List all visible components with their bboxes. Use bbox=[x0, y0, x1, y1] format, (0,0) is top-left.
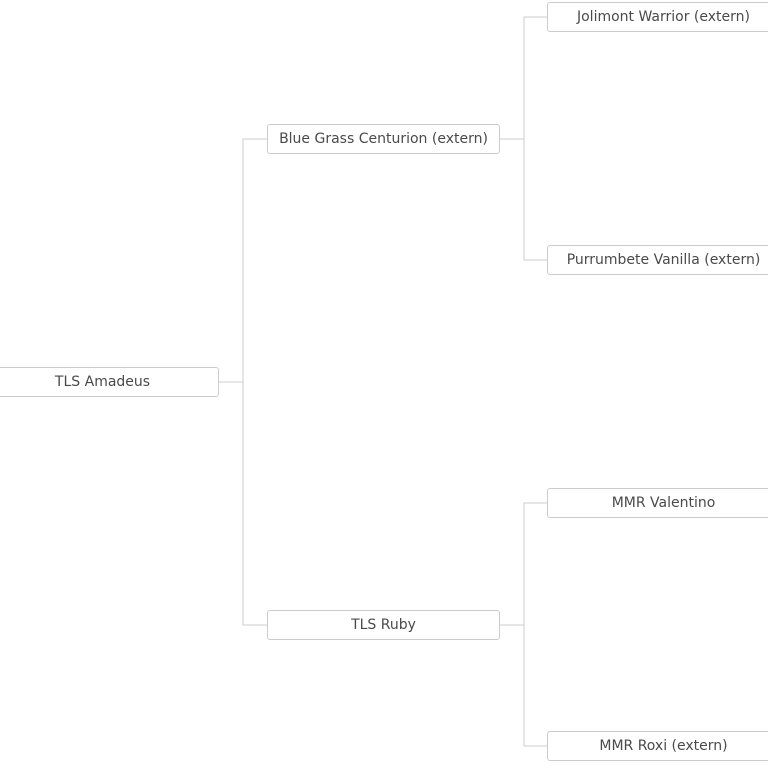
pedigree-node-dam-sire[interactable]: MMR Valentino bbox=[547, 488, 768, 518]
pedigree-node-root[interactable]: TLS Amadeus bbox=[0, 367, 219, 397]
connector-sire-to-sire-sire bbox=[500, 16, 547, 140]
pedigree-node-dam[interactable]: TLS Ruby bbox=[267, 610, 500, 640]
node-label: Jolimont Warrior (extern) bbox=[576, 9, 750, 25]
node-label: Blue Grass Centurion (extern) bbox=[279, 131, 488, 147]
pedigree-node-sire-dam[interactable]: Purrumbete Vanilla (extern) bbox=[547, 245, 768, 275]
connector-dam-to-dam-dam bbox=[523, 625, 547, 747]
node-label: MMR Valentino bbox=[611, 495, 716, 511]
node-label: Purrumbete Vanilla (extern) bbox=[566, 252, 761, 268]
node-label: TLS Ruby bbox=[351, 617, 416, 633]
node-label: TLS Amadeus bbox=[54, 374, 151, 390]
connector-dam-to-dam-sire bbox=[500, 502, 547, 626]
node-label: MMR Roxi (extern) bbox=[599, 738, 728, 754]
pedigree-node-dam-dam[interactable]: MMR Roxi (extern) bbox=[547, 731, 768, 761]
connector-root-to-dam bbox=[242, 382, 267, 626]
pedigree-node-sire[interactable]: Blue Grass Centurion (extern) bbox=[267, 124, 500, 154]
connector-root-to-sire bbox=[219, 138, 267, 383]
pedigree-node-sire-sire[interactable]: Jolimont Warrior (extern) bbox=[547, 2, 768, 32]
connector-sire-to-sire-dam bbox=[523, 139, 547, 261]
